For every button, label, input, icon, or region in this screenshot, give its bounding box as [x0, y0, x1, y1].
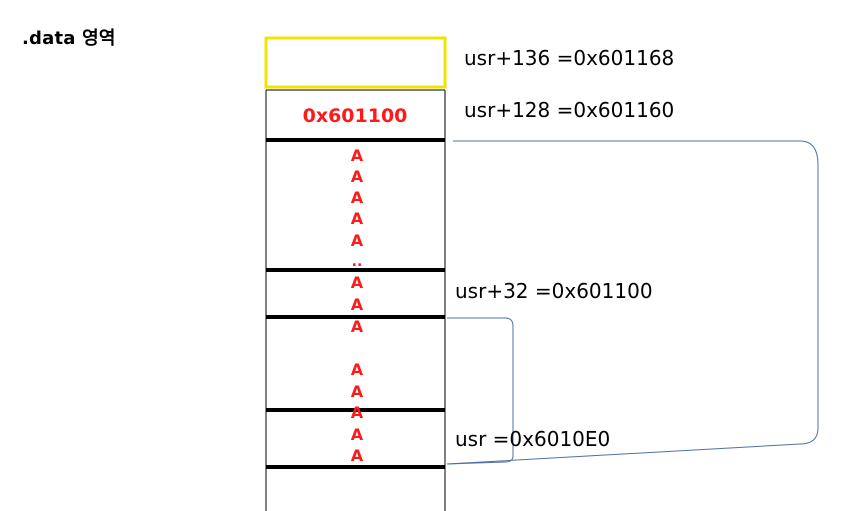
fill-char: A [351, 167, 364, 186]
label-usr-128: usr+128 =0x601160 [464, 98, 675, 122]
label-usr-32: usr+32 =0x601100 [455, 279, 653, 303]
label-usr: usr =0x6010E0 [455, 427, 611, 451]
fill-char: A [351, 403, 364, 422]
outer-connector-line [446, 140, 819, 465]
fill-char: A [351, 382, 364, 401]
fill-ellipsis: .. [352, 254, 363, 270]
fill-char: A [351, 425, 364, 444]
inner-connector-line [446, 317, 514, 465]
fill-char: A [351, 446, 364, 465]
fill-char: A [351, 317, 364, 336]
fill-char: A [351, 273, 364, 292]
section-title: .data 영역 [22, 28, 116, 49]
cell-return-value: 0x601100 [303, 105, 408, 127]
memory-stack [265, 89, 446, 511]
fill-char: A [351, 231, 364, 250]
fill-char: A [351, 360, 364, 379]
label-usr-136: usr+136 =0x601168 [464, 46, 675, 70]
fill-char: A [351, 146, 364, 165]
fill-char: A [351, 209, 364, 228]
fill-chars: A A A A A .. A A A A A A A A [351, 146, 364, 465]
highlighted-cell [264, 36, 447, 89]
fill-char: A [351, 188, 364, 207]
fill-char: A [351, 295, 364, 314]
